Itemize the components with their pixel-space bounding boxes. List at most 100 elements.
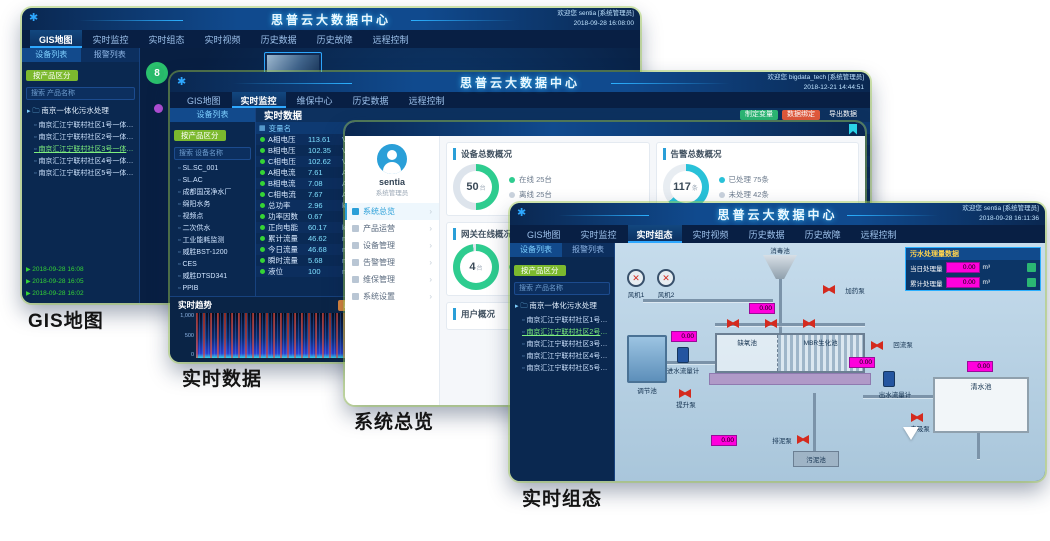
search-input[interactable] (174, 147, 251, 160)
dosing-pump-icon[interactable] (823, 285, 835, 294)
alarm-item[interactable]: 2018-09-28 16:02 (26, 288, 135, 300)
tree-item[interactable]: 南京汇江宁联村社区2号一体化设备 (510, 327, 614, 339)
sidebar-menu-item[interactable]: 系统设置› (345, 288, 439, 305)
outlet-flowmeter-icon[interactable] (883, 371, 895, 387)
search-input[interactable] (514, 282, 610, 295)
user-name: sentia (378, 177, 405, 187)
nav-tab[interactable]: GIS地图 (30, 30, 82, 48)
sidebar-tab-alarms[interactable]: 报警列表 (562, 243, 614, 257)
nav-tab[interactable]: 远程控制 (372, 34, 409, 45)
tree-item[interactable]: 威胜BST-1200 (170, 247, 255, 259)
alarm-item[interactable]: 2018-09-28 16:08 (26, 264, 135, 276)
tree-item[interactable]: SL.SC_001 (170, 163, 255, 175)
tree-group[interactable]: 南京一体化污水处理 (22, 103, 139, 120)
tree-item[interactable]: 南京汇江宁联村社区5号一体化设备 (22, 168, 139, 180)
confirm-icon[interactable] (1027, 263, 1036, 272)
nav-tab[interactable]: 实时视频 (692, 229, 729, 240)
blower-fan-icon[interactable] (627, 269, 645, 287)
tree-item[interactable]: 成都国茂净水厂 (170, 187, 255, 199)
sludge-pump-icon[interactable] (797, 435, 809, 444)
tree-item[interactable]: 南京汇江宁联村社区1号一体化设备 (22, 120, 139, 132)
sludge-pump-label: 排泥泵 (772, 438, 792, 445)
sidebar-menu-item[interactable]: 告警管理› (345, 254, 439, 271)
chevron-right-icon: › (429, 207, 432, 216)
tree-item[interactable]: 二次供水 (170, 223, 255, 235)
nav-tab[interactable]: 远程控制 (860, 229, 897, 240)
nav-tab[interactable]: 实时监控 (231, 92, 286, 108)
nav-tab[interactable]: 实时组态 (627, 225, 682, 243)
sidebar-tab-devices[interactable]: 设备列表 (22, 48, 81, 62)
table-row[interactable]: 功率因数 0.67 (256, 211, 870, 222)
map-cluster-marker[interactable]: 8 (146, 62, 168, 84)
nav-tab[interactable]: 实时监控 (92, 34, 129, 45)
nav-tab[interactable]: 历史数据 (352, 95, 389, 106)
nav-tab[interactable]: 历史故障 (804, 229, 841, 240)
table-row[interactable]: A相电流 7.61 A (256, 167, 870, 178)
nav-tab[interactable]: 历史故障 (316, 34, 353, 45)
nav-tab[interactable]: 实时监控 (580, 229, 617, 240)
tree-item[interactable]: 南京汇江宁联村社区5号一体化设备 (510, 363, 614, 375)
sidebar-tab-alarms[interactable]: 报警列表 (80, 48, 139, 62)
filter-by-product-button[interactable]: 按产品区分 (26, 70, 78, 81)
confirm-icon[interactable] (1027, 278, 1036, 287)
timestamp: 2018-09-28 16:11:36 (979, 214, 1039, 222)
sidebar-tab-devices[interactable]: 设备列表 (510, 243, 562, 257)
tree-item[interactable]: 绵阳水务 (170, 199, 255, 211)
map-marker[interactable] (154, 104, 163, 113)
nav-tab[interactable]: 实时视频 (204, 34, 241, 45)
value-readout: 0.00 (749, 303, 775, 314)
tree-item[interactable]: 南京汇江宁联村社区4号一体化设备 (510, 351, 614, 363)
alarm-item[interactable]: 2018-09-28 16:05 (26, 276, 135, 288)
sidebar-menu-item[interactable]: 系统总览› (345, 203, 439, 220)
nav-tab[interactable]: 实时组态 (148, 34, 185, 45)
nav-tab[interactable]: GIS地图 (187, 95, 221, 106)
valve-icon[interactable] (765, 319, 777, 328)
tree-item[interactable]: 南京汇江宁联村社区3号一体化设备 (22, 144, 139, 156)
inlet-flowmeter-icon[interactable] (677, 347, 689, 363)
tree-group[interactable]: 南京一体化污水处理 (510, 298, 614, 315)
blower2-label: 风机2 (657, 292, 675, 299)
lift-pump-icon[interactable] (679, 389, 691, 398)
sidebar-tab-devices[interactable]: 设备列表 (170, 108, 255, 122)
tree-item[interactable]: 威胜DTSD341 (170, 271, 255, 283)
valve-icon[interactable] (803, 319, 815, 328)
valve-icon[interactable] (727, 319, 739, 328)
reflux-pump-icon[interactable] (871, 341, 883, 350)
suction-pump-icon[interactable] (911, 413, 923, 422)
status-dot-icon (260, 269, 265, 274)
menu-icon (352, 259, 359, 266)
app-title: 思普云大数据中心 (459, 75, 580, 90)
welcome-text: 欢迎您 sentia [系统管理员] (557, 10, 634, 17)
table-row[interactable]: B相电压 102.35 V (256, 145, 870, 156)
filter-by-product-button[interactable]: 按产品区分 (174, 130, 226, 141)
search-input[interactable] (26, 87, 135, 100)
table-row[interactable]: C相电流 7.67 A (256, 189, 870, 200)
tree-item[interactable]: PPIB (170, 283, 255, 295)
status-dot-icon (260, 247, 265, 252)
tree-item[interactable]: 工业能耗监测 (170, 235, 255, 247)
tree-item[interactable]: 南京汇江宁联村社区3号一体化设备 (510, 339, 614, 351)
tree-item[interactable]: 南京汇江宁联村社区2号一体化设备 (22, 132, 139, 144)
toolbar-button[interactable]: 导出数据 (829, 111, 857, 118)
toolbar-button[interactable]: 制定变量 (740, 110, 778, 120)
tree-item[interactable]: 南京汇江宁联村社区4号一体化设备 (22, 156, 139, 168)
blower-fan-icon[interactable] (657, 269, 675, 287)
tree-item[interactable]: 南京汇江宁联村社区1号一体化设备 (510, 315, 614, 327)
device-sidebar: 设备列表 报警列表 按产品区分 南京一体化污水处理 南京汇江宁联村社区1号一体化… (22, 48, 140, 303)
tree-item[interactable]: SL.AC (170, 175, 255, 187)
device-sidebar: 设备列表 按产品区分 SL.SC_001SL.AC成都国茂净水厂绵阳水务视频点二… (170, 108, 256, 296)
filter-by-product-button[interactable]: 按产品区分 (514, 265, 566, 276)
nav-tab[interactable]: 远程控制 (408, 95, 445, 106)
nav-tab[interactable]: 维保中心 (296, 95, 333, 106)
sidebar-menu-item[interactable]: 产品运营› (345, 220, 439, 237)
nav-tab[interactable]: 历史数据 (260, 34, 297, 45)
nav-tab[interactable]: 历史数据 (748, 229, 785, 240)
toolbar-button[interactable]: 数据绑定 (782, 110, 820, 120)
tree-item[interactable]: 视频点 (170, 211, 255, 223)
tree-item[interactable]: CES (170, 259, 255, 271)
nav-tab[interactable]: GIS地图 (527, 229, 561, 240)
sidebar-menu-item[interactable]: 维保管理› (345, 271, 439, 288)
bookmark-icon[interactable] (849, 123, 857, 135)
sidebar-menu-item[interactable]: 设备管理› (345, 237, 439, 254)
